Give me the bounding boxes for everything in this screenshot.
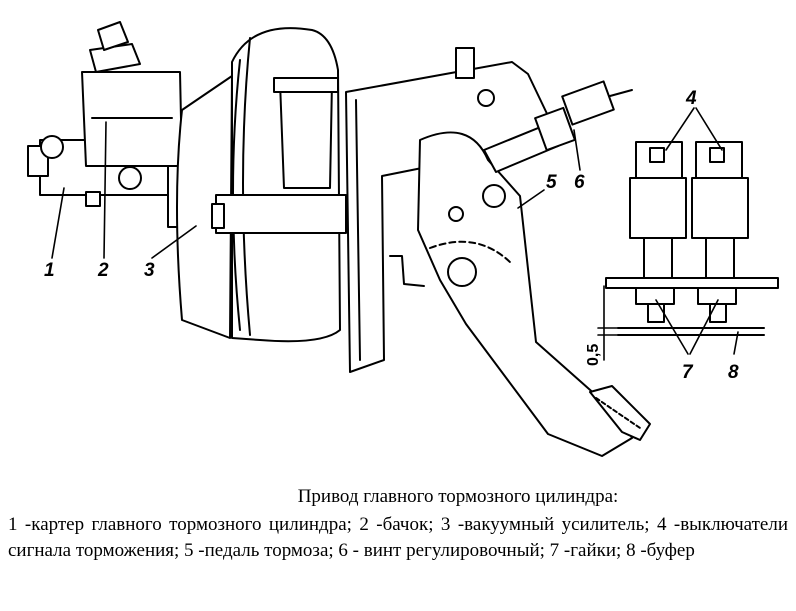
callout-2: 2	[97, 260, 109, 281]
callout-5: 5	[546, 172, 557, 193]
brake-light-switches	[629, 141, 749, 281]
brake-fluid-reservoir	[81, 21, 183, 167]
callout-1: 1	[44, 260, 55, 281]
callout-6: 6	[574, 172, 585, 193]
caption-title: Привод главного тормозного цилиндра:	[297, 486, 619, 507]
brake-pedal	[417, 131, 651, 457]
switch-mounting-plate	[605, 277, 779, 336]
caption-body: 1 -картер главного тормозного цилиндра; …	[8, 514, 788, 561]
brake-drive-diagram: 1 2 3 4 5 6 7 8 0,5	[27, 21, 779, 457]
gap-dimension-label: 0,5	[585, 344, 602, 366]
leader-lines	[51, 107, 739, 361]
callout-7: 7	[682, 362, 694, 383]
vacuum-booster	[176, 27, 347, 343]
figure-caption: Привод главного тормозного цилиндра: 1 -…	[8, 486, 788, 564]
adjusting-screw	[483, 80, 633, 173]
callout-3: 3	[144, 260, 155, 281]
callout-4: 4	[685, 88, 697, 109]
callout-8: 8	[728, 362, 739, 383]
